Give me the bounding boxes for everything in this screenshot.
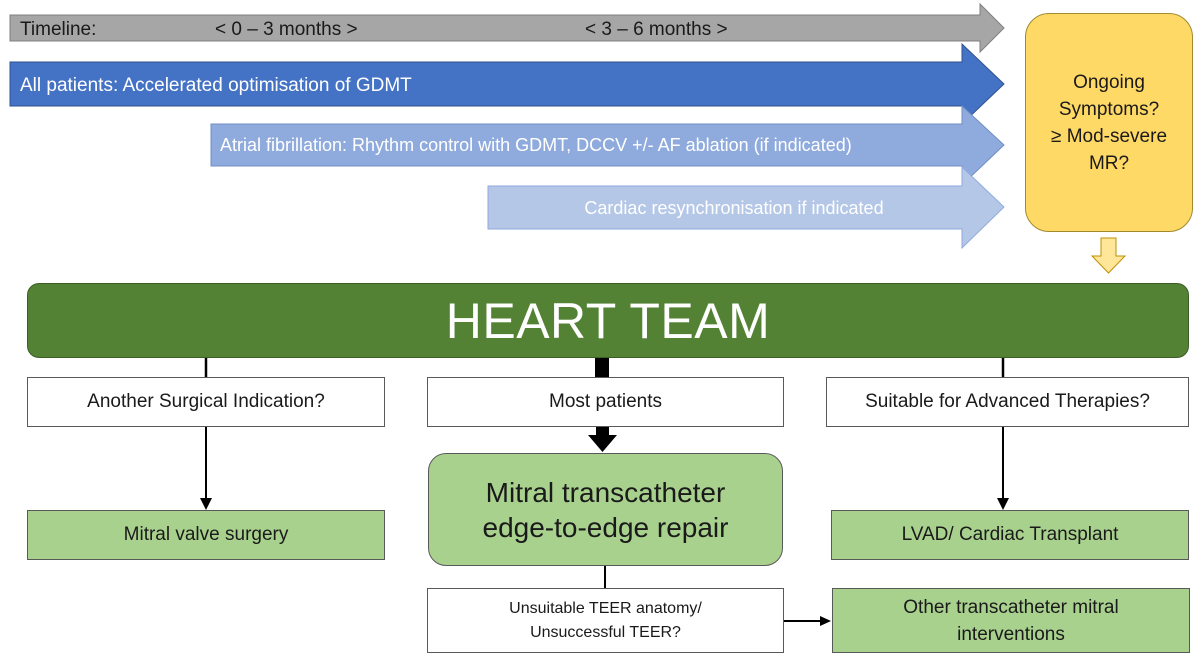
mitral-surgery-box: Mitral valve surgery — [27, 510, 385, 560]
unsuitable-teer-box: Unsuitable TEER anatomy/ Unsuccessful TE… — [427, 588, 784, 653]
most-patients-box: Most patients — [427, 377, 784, 427]
assessment-down-arrow — [1090, 237, 1127, 274]
lvad-transplant-box: LVAD/ Cardiac Transplant — [831, 510, 1189, 560]
arrowhead-right — [997, 498, 1009, 510]
surgical-indication-box: Another Surgical Indication? — [27, 377, 385, 427]
af-arrow — [210, 104, 1005, 187]
advanced-therapies-box: Suitable for Advanced Therapies? — [826, 377, 1189, 427]
assessment-box: Ongoing Symptoms? ≥ Mod-severe MR? — [1025, 13, 1193, 232]
arrowhead-center — [588, 435, 617, 452]
other-interventions-box: Other transcatheter mitral interventions — [832, 588, 1190, 653]
heart-team-bar: HEART TEAM — [27, 283, 1189, 358]
timeline-period-2: < 3 – 6 months > — [585, 19, 728, 40]
gdmt-arrow — [9, 42, 1005, 126]
connector-center-top — [595, 357, 609, 377]
gdmt-arrow-label: All patients: Accelerated optimisation o… — [20, 75, 412, 96]
timeline-arrow — [9, 2, 1005, 54]
timeline-period-1: < 0 – 3 months > — [215, 19, 358, 40]
timeline-label: Timeline: — [20, 19, 96, 40]
arrowhead-other — [820, 616, 831, 626]
crt-arrow-label: Cardiac resynchronisation if indicated — [584, 198, 883, 218]
af-arrow-label: Atrial fibrillation: Rhythm control with… — [220, 135, 852, 155]
arrowhead-left — [200, 498, 212, 510]
teer-box: Mitral transcatheter edge-to-edge repair — [428, 453, 783, 566]
crt-arrow — [487, 165, 1005, 250]
connector-center-shaft — [596, 427, 609, 437]
